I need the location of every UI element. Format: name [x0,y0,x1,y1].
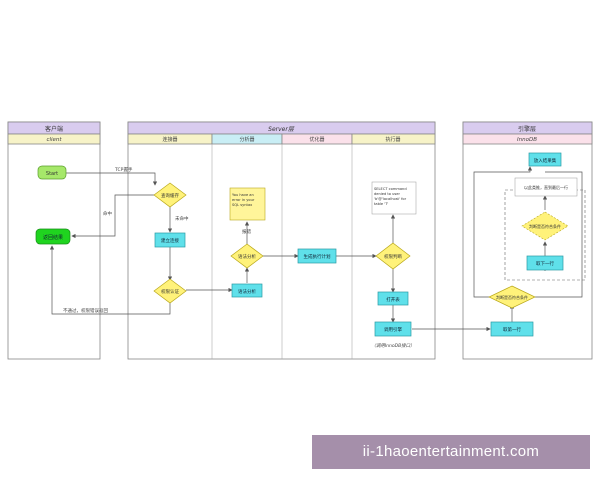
connectors [49,166,583,332]
node-start: Start [37,165,67,180]
lane-engine-sub: InnoDB [517,137,537,143]
lane-engine: 引擎层 InnoDB [462,121,593,360]
label-hit: 命中 [103,210,112,217]
node-parse-ok: 语法分析 [230,243,264,269]
svg-text:取下一行: 取下一行 [536,260,554,267]
svg-text:Start: Start [46,171,58,177]
node-put-result: 放入结果集 [528,152,562,167]
node-match-cond: 判断是否符合条件 [488,285,536,309]
node-loop-note: 以此类推，直到最后一行 [514,177,578,197]
col-analyzer: 分析器 [239,136,254,143]
svg-text:调用引擎: 调用引擎 [384,326,402,333]
svg-text:权限判断: 权限判断 [384,253,402,260]
svg-text:语法分析: 语法分析 [238,288,256,295]
svg-text:查询缓存: 查询缓存 [161,192,179,199]
label-tcp: TCP握手 [114,166,133,173]
node-auth: 权限认证 [153,278,187,304]
node-check-priv: 权限判断 [375,242,411,270]
col-connector: 连接器 [162,136,177,143]
svg-text:以此类推，直到最后一行: 以此类推，直到最后一行 [524,184,568,190]
svg-text:取第一行: 取第一行 [503,326,521,333]
col-optimizer: 优化器 [309,136,324,143]
svg-text:判断是否符合条件: 判断是否符合条件 [496,294,528,300]
lane-client-title: 客户端 [45,125,63,133]
node-call-engine: 调用引擎 [374,321,412,337]
svg-text:建立连接: 建立连接 [161,237,179,244]
node-optimize: 生成执行计划 [297,248,337,264]
watermark: ii-1haoentertainment.com [312,435,590,469]
note-engine-call: （调用InnoDB接口） [371,343,414,349]
svg-text:放入结果集: 放入结果集 [534,157,557,164]
svg-text:权限认证: 权限认证 [161,288,179,295]
node-check-cache: 查询缓存 [153,182,187,208]
node-fetch-next: 取下一行 [526,255,564,271]
label-no-hit: 未命中 [175,215,189,222]
svg-text:判断是否符合条件: 判断是否符合条件 [529,223,561,229]
svg-text:打开表: 打开表 [386,296,400,303]
lane-engine-title: 引擎层 [518,125,536,133]
svg-text:生成执行计划: 生成执行计划 [304,253,331,260]
node-open-table: 打开表 [377,291,409,306]
node-match-cond-2: 判断是否符合条件 [521,211,569,241]
node-analyze: 语法分析 [231,283,263,298]
node-connect-check: 建立连接 [154,232,186,248]
svg-text:返回结果: 返回结果 [43,234,63,241]
label-return-fail: 不通过，权限错误返回 [63,307,108,314]
node-query-result: 返回结果 [35,228,71,245]
node-fetch-first: 取第一行 [490,321,534,337]
lane-client: 客户端 client [7,121,101,360]
label-error: 报错 [242,228,251,235]
lane-server-title: Server层 [268,126,295,133]
lane-client-sub: client [46,137,62,143]
col-executor: 执行器 [385,136,400,143]
svg-text:语法分析: 语法分析 [238,253,256,260]
